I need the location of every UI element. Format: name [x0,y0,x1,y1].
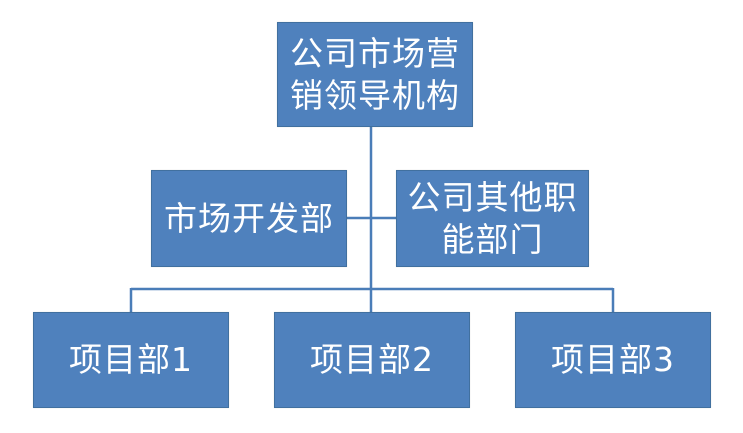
assistant-node-right: 公司其他职 能部门 [396,170,589,267]
child-node-3: 项目部3 [515,312,711,408]
assistant-right-line-2: 能部门 [441,219,544,259]
child-node-1-label: 项目部1 [69,340,193,379]
assistant-left-line-1: 市场开发部 [164,198,334,238]
top-node-line-2: 销领导机构 [290,75,460,115]
child-node-1: 项目部1 [33,312,229,408]
assistant-node-left: 市场开发部 [151,170,347,267]
top-node: 公司市场营 销领导机构 [277,22,473,127]
child-node-2-label: 项目部2 [310,340,434,379]
assistant-right-line-1: 公司其他职 [407,177,578,217]
child-node-3-label: 项目部3 [551,340,675,379]
child-node-2: 项目部2 [274,312,470,408]
top-node-line-1: 公司市场营 [290,33,460,73]
